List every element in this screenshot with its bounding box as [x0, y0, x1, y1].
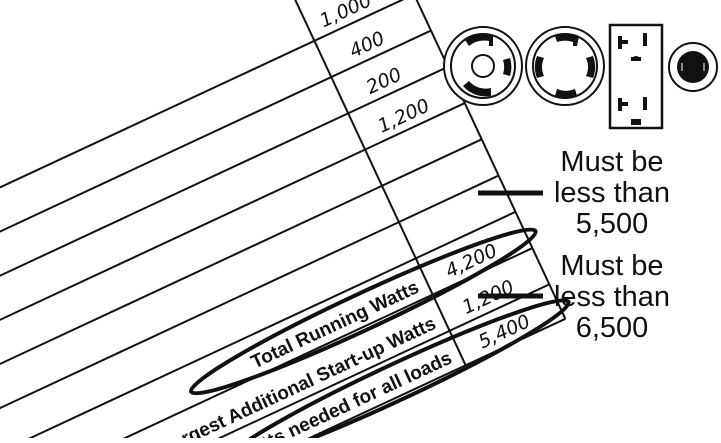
highlight-ellipse-startup-total: [221, 298, 571, 443]
row-value: 400: [346, 27, 388, 62]
note-line: Must be: [560, 250, 664, 282]
duplex-gfci-outlet-icon: [608, 23, 664, 130]
limit-note-startup-watts: Must be less than 6,500: [537, 251, 687, 344]
note-limit-value: 5,500: [575, 208, 649, 240]
note-line: Must be: [560, 146, 664, 178]
note-line: less than: [553, 281, 671, 313]
limit-note-running-watts: Must be less than 5,500: [537, 147, 687, 240]
table-right-border: [381, 0, 567, 320]
dc-round-outlet-icon: [668, 42, 718, 92]
value-column-divider: [282, 0, 467, 366]
highlight-ellipse-total-running: [188, 227, 538, 396]
twist-lock-outlet-icon-30a-with-ground: [443, 26, 523, 106]
row-value: 200: [363, 64, 405, 99]
note-line: less than: [553, 177, 671, 209]
twist-lock-outlet-icon-4-prong: [525, 26, 605, 106]
table-row-lines: [0, 0, 566, 443]
note-limit-value: 6,500: [575, 312, 649, 344]
